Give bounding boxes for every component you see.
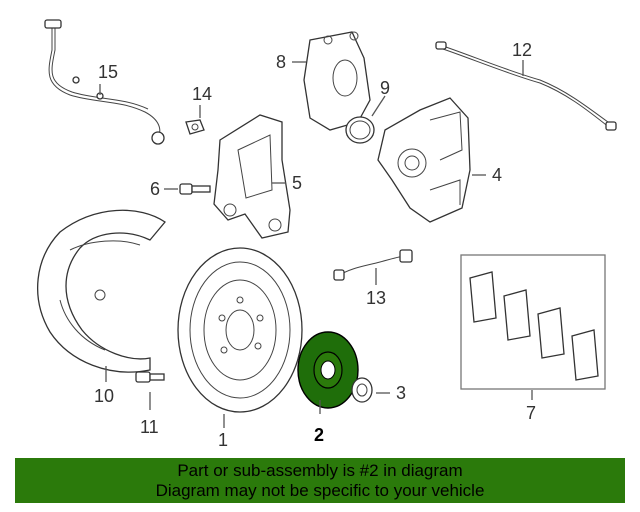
callout-4: 4 <box>492 165 502 185</box>
part-8-actuator[interactable] <box>303 31 371 131</box>
part-10-dust-shield[interactable] <box>37 209 166 373</box>
callout-7: 7 <box>526 403 536 423</box>
info-banner: Part or sub-assembly is #2 in diagram Di… <box>15 458 625 503</box>
callout-8: 8 <box>276 52 286 72</box>
part-13-wear-sensor[interactable] <box>333 249 413 281</box>
callout-10: 10 <box>94 386 114 406</box>
part-5-caliper-bracket[interactable] <box>213 114 291 239</box>
part-12-brake-line[interactable] <box>435 41 617 131</box>
callout-11: 11 <box>140 417 159 437</box>
callout-13: 13 <box>366 288 386 308</box>
part-15-abs-sensor[interactable] <box>44 19 165 145</box>
part-1-brake-rotor[interactable] <box>177 247 303 413</box>
callout-6: 6 <box>150 179 160 199</box>
callout-1: 1 <box>218 430 228 450</box>
callout-12: 12 <box>512 40 532 60</box>
part-2-highlighted[interactable] <box>297 331 359 409</box>
parts-diagram: 15 14 8 9 12 4 <box>37 19 617 450</box>
callout-3: 3 <box>396 383 406 403</box>
banner-line-1: Part or sub-assembly is #2 in diagram <box>177 461 463 480</box>
callout-14: 14 <box>192 84 212 104</box>
part-4-caliper[interactable] <box>377 97 471 223</box>
part-6-bolt[interactable] <box>179 183 211 195</box>
part-14-clip[interactable] <box>185 119 205 135</box>
part-3-nut[interactable] <box>351 377 373 403</box>
part-7-brake-pads[interactable] <box>460 254 606 390</box>
callout-5: 5 <box>292 173 302 193</box>
banner-line-2: Diagram may not be specific to your vehi… <box>155 481 485 500</box>
callout-15: 15 <box>98 62 118 82</box>
part-11-bolt[interactable] <box>135 371 165 383</box>
callout-2: 2 <box>314 425 324 445</box>
callout-9: 9 <box>380 78 390 98</box>
